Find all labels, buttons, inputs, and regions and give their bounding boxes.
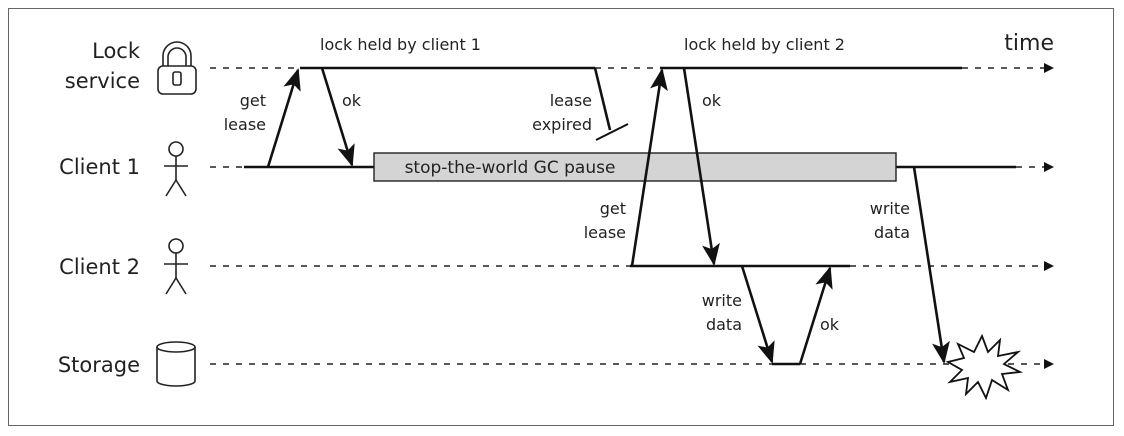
padlock-icon (157, 41, 197, 95)
arrow-client1-ok (320, 67, 355, 167)
person-icon (164, 238, 188, 295)
arrow-client2-ok (682, 67, 720, 266)
write-data-c2-label-1: write (702, 291, 742, 310)
arrow-storage-ok (798, 266, 833, 365)
write-data-c1-label-1: write (870, 199, 910, 218)
lock-held-client2-label: lock held by client 2 (684, 35, 845, 54)
lane-label-client2: Client 2 (59, 255, 140, 279)
timeline-arrowhead (1044, 63, 1054, 73)
lane-label-lock-service-1: Lock (92, 39, 141, 63)
ok-storage-label: ok (820, 315, 840, 334)
get-lease-c2-label-2: lease (584, 223, 626, 242)
person-icon (164, 141, 188, 197)
get-lease-c1-label-1: get (240, 91, 266, 110)
lane-label-storage: Storage (58, 353, 140, 377)
lock-held-client1-label: lock held by client 1 (320, 35, 481, 54)
write-data-c2-label-2: data (706, 315, 742, 334)
lease-expired-line (593, 67, 612, 131)
ok-c1-label: ok (342, 91, 362, 110)
explosion-burst-icon (945, 333, 1024, 401)
arrow-client2-write-data (740, 265, 775, 364)
write-data-c1-label-2: data (874, 223, 910, 242)
diagram-frame (8, 8, 1114, 426)
timeline-arrowhead (1044, 162, 1054, 172)
lane-label-lock-service-2: service (65, 69, 140, 93)
gc-pause-label: stop-the-world GC pause (405, 158, 616, 178)
get-lease-c2-label-1: get (600, 199, 626, 218)
timeline-arrowhead (1044, 359, 1054, 369)
arrow-client1-get-lease (266, 68, 301, 168)
lease-expired-label-1: lease (550, 91, 592, 110)
timeline-arrowhead (1044, 261, 1054, 271)
arrow-client2-get-lease (630, 68, 668, 267)
gc-pause-box (373, 152, 897, 182)
lane-label-client1: Client 1 (59, 155, 140, 179)
ok-c2-label: ok (702, 91, 722, 110)
arrow-client1-write-data (912, 166, 950, 364)
lease-expired-label-2: expired (532, 115, 592, 134)
time-label: time (1004, 31, 1054, 56)
database-cylinder-icon (156, 341, 196, 387)
lease-expired-cross (595, 123, 629, 141)
get-lease-c1-label-2: lease (224, 115, 266, 134)
